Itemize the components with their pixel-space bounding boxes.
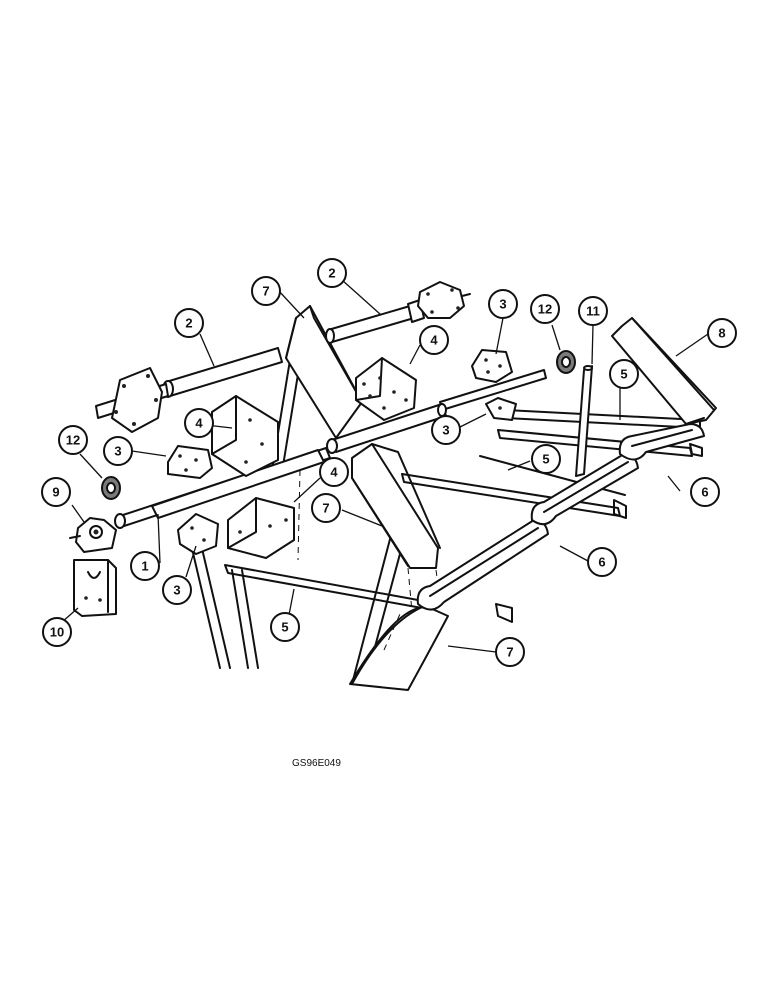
- callout-3: 3: [488, 289, 518, 319]
- callout-12: 12: [530, 294, 560, 324]
- callout-label: 4: [330, 465, 338, 480]
- callout-label: 12: [538, 302, 552, 317]
- callout-12: 12: [58, 425, 88, 455]
- callout-6: 6: [587, 547, 617, 577]
- callout-label: 10: [50, 625, 64, 640]
- callout-3: 3: [431, 415, 461, 445]
- callout-label: 9: [52, 485, 59, 500]
- figure-code: GS96E049: [292, 758, 341, 769]
- callout-label: 8: [718, 326, 725, 341]
- callout-label: 4: [430, 333, 438, 348]
- callout-2: 2: [174, 308, 204, 338]
- callout-4: 4: [184, 408, 214, 438]
- callout-label: 3: [442, 423, 449, 438]
- callout-3: 3: [103, 436, 133, 466]
- callout-label: 6: [598, 555, 605, 570]
- callout-7: 7: [495, 637, 525, 667]
- bearing-plates: [167, 349, 517, 555]
- callout-label: 11: [586, 304, 600, 319]
- callout-3: 3: [162, 575, 192, 605]
- callout-label: 7: [262, 284, 269, 299]
- callout-6: 6: [690, 477, 720, 507]
- callout-4: 4: [419, 325, 449, 355]
- callout-label: 7: [506, 645, 513, 660]
- mounting-brackets: [211, 357, 417, 559]
- callout-7: 7: [251, 276, 281, 306]
- callout-2: 2: [317, 258, 347, 288]
- callout-label: 1: [141, 559, 148, 574]
- deflector-panel-upper: [285, 305, 363, 561]
- callout-label: 3: [173, 583, 180, 598]
- callout-9: 9: [41, 477, 71, 507]
- callout-7: 7: [311, 493, 341, 523]
- callout-10: 10: [42, 617, 72, 647]
- callout-4: 4: [319, 457, 349, 487]
- washers: [101, 350, 576, 500]
- callout-label: 5: [542, 452, 549, 467]
- callout-label: 5: [281, 620, 288, 635]
- callout-label: 2: [328, 266, 335, 281]
- callout-label: 5: [620, 367, 627, 382]
- deflector-chute-center: [351, 443, 441, 613]
- deflector-lower-curved: [349, 606, 449, 691]
- callout-label: 12: [66, 433, 80, 448]
- bearing-and-block: [69, 517, 117, 617]
- callout-11: 11: [578, 296, 608, 326]
- callout-label: 3: [499, 297, 506, 312]
- callout-5: 5: [609, 359, 639, 389]
- callout-5: 5: [531, 444, 561, 474]
- guide-rails: [416, 423, 705, 611]
- callout-5: 5: [270, 612, 300, 642]
- callout-label: 4: [195, 416, 203, 431]
- callout-label: 6: [701, 485, 708, 500]
- vertical-rod: [575, 365, 593, 477]
- callouts: 1 2 2 3 3 3 3 4 4 4 5 5 5 6 6 7 7 7 8 9 …: [41, 258, 737, 667]
- callout-label: 7: [322, 501, 329, 516]
- side-plate: [611, 317, 717, 425]
- callout-label: 2: [185, 316, 192, 331]
- callout-label: 3: [114, 444, 121, 459]
- callout-8: 8: [707, 318, 737, 348]
- shafts: [95, 281, 547, 529]
- callout-1: 1: [130, 551, 160, 581]
